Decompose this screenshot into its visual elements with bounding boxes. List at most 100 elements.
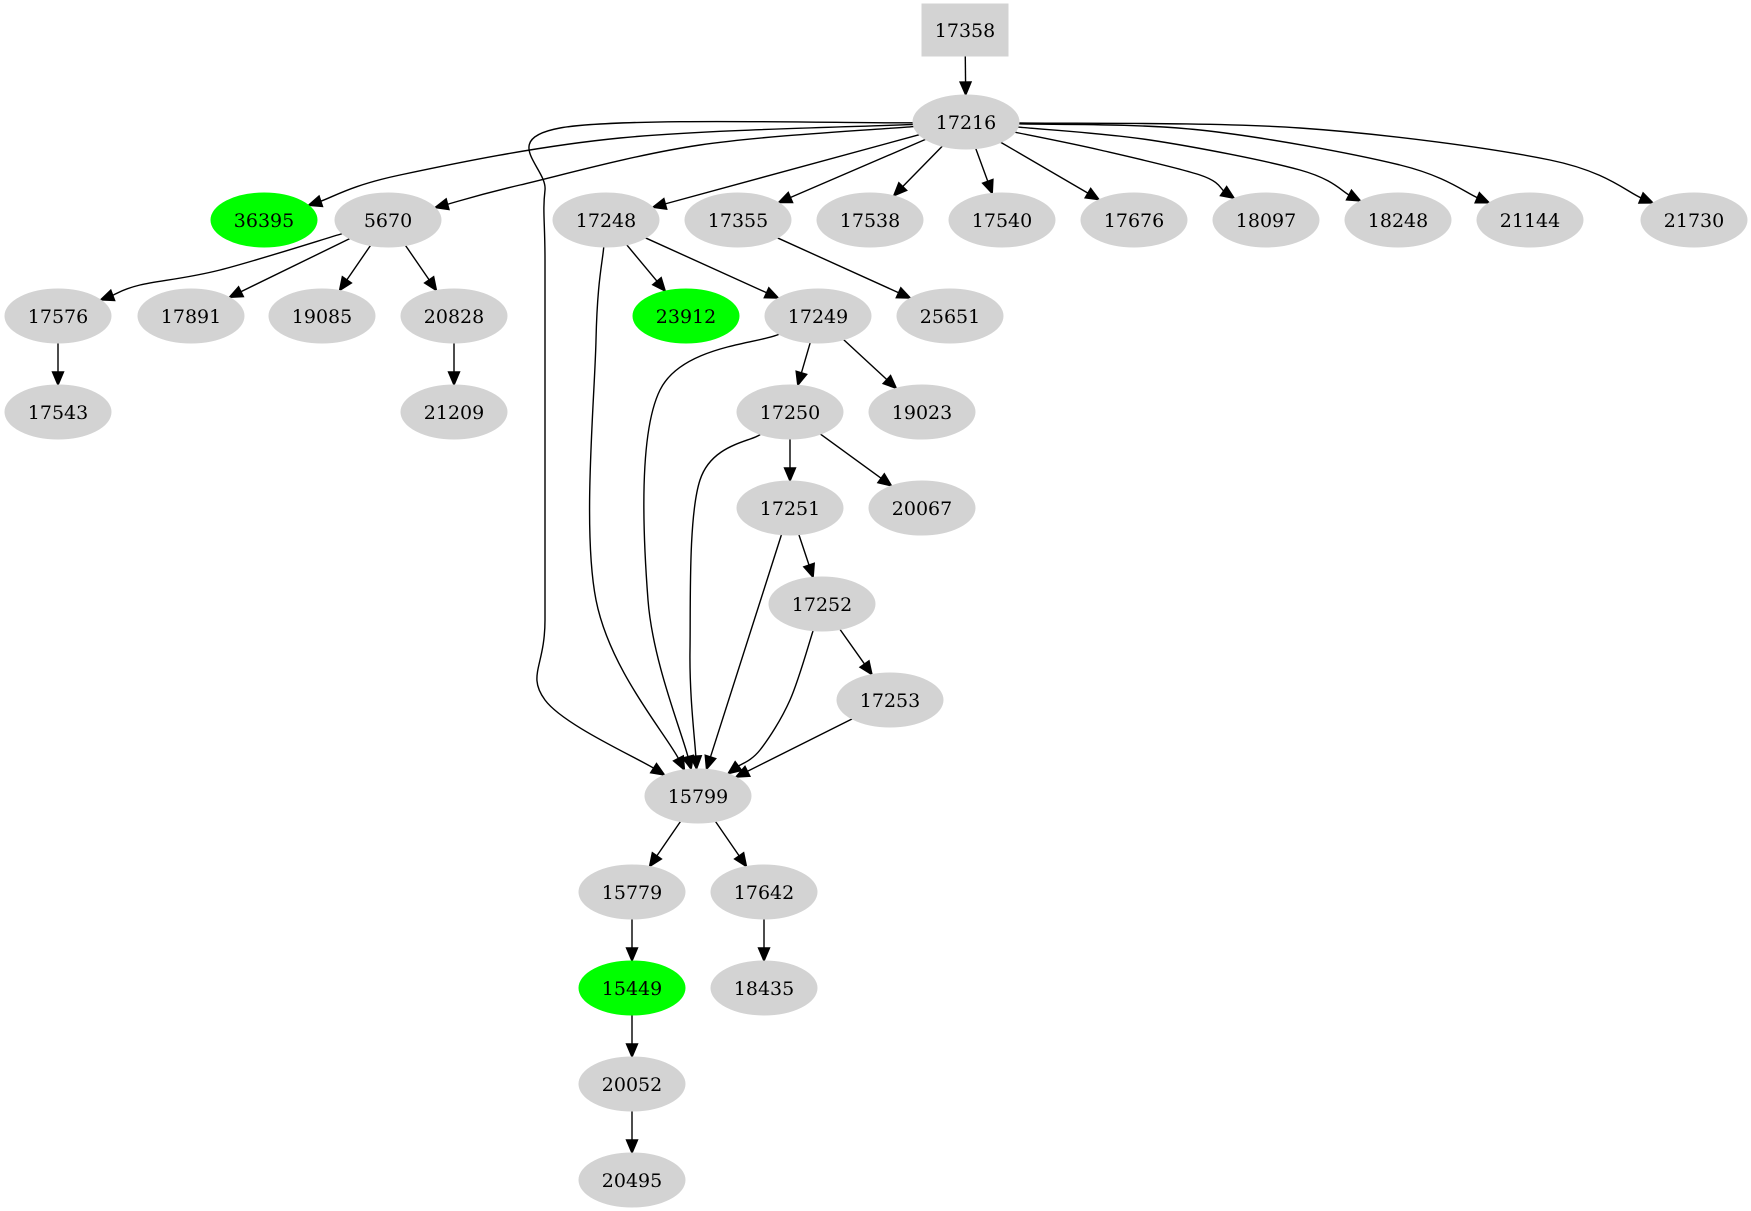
edge-15779-15449 — [625, 919, 639, 963]
edge-line — [645, 237, 768, 294]
node-17252[interactable]: 17252 — [768, 576, 876, 632]
edge-arrowhead — [895, 286, 913, 299]
node-15779[interactable]: 15779 — [578, 864, 686, 920]
node-ellipse — [552, 192, 660, 248]
node-17249[interactable]: 17249 — [764, 288, 872, 344]
node-label: 21144 — [1500, 210, 1560, 232]
edge-line — [643, 333, 780, 758]
node-18097[interactable]: 18097 — [1212, 192, 1320, 248]
node-ellipse — [578, 1152, 686, 1208]
node-19023[interactable]: 19023 — [868, 384, 976, 440]
node-18248[interactable]: 18248 — [1344, 192, 1452, 248]
edge-17216-5670 — [433, 125, 914, 211]
edge-arrowhead — [876, 472, 894, 487]
edge-17216-21144 — [1018, 123, 1491, 204]
edge-arrowhead — [881, 374, 898, 390]
edge-17250-20067 — [819, 433, 894, 487]
node-20052[interactable]: 20052 — [578, 1056, 686, 1112]
edge-arrowhead — [981, 178, 994, 196]
edge-arrowhead — [1474, 191, 1491, 204]
edge-line — [655, 821, 682, 858]
node-20828[interactable]: 20828 — [400, 288, 508, 344]
node-ellipse — [896, 288, 1004, 344]
node-ellipse — [736, 384, 844, 440]
node-ellipse — [268, 288, 376, 344]
node-label: 36395 — [234, 210, 294, 232]
edge-line — [777, 237, 900, 294]
node-36395[interactable]: 36395 — [210, 192, 318, 248]
node-17891[interactable]: 17891 — [137, 288, 245, 344]
edge-line — [714, 821, 741, 858]
node-label: 20052 — [602, 1074, 662, 1096]
node-ellipse-highlighted — [578, 960, 686, 1016]
node-ellipse — [710, 960, 818, 1016]
node-label: 17543 — [28, 402, 88, 424]
node-17642[interactable]: 17642 — [710, 864, 818, 920]
node-ellipse — [868, 480, 976, 536]
node-5670[interactable]: 5670 — [334, 192, 442, 248]
node-18435[interactable]: 18435 — [710, 960, 818, 1016]
edge-line — [664, 134, 920, 205]
node-17253[interactable]: 17253 — [836, 672, 944, 728]
node-17540[interactable]: 17540 — [948, 192, 1056, 248]
node-15799[interactable]: 15799 — [644, 768, 752, 824]
node-20495[interactable]: 20495 — [578, 1152, 686, 1208]
edge-arrowhead — [651, 276, 667, 293]
node-ellipse — [4, 288, 112, 344]
edge-arrowhead — [625, 947, 639, 963]
edge-17216-17540 — [975, 148, 994, 196]
node-17251[interactable]: 17251 — [736, 480, 844, 536]
node-label: 17253 — [860, 690, 920, 712]
node-label: 18097 — [1236, 210, 1296, 232]
edge-arrowhead — [648, 851, 663, 868]
edge-17250-15799 — [689, 433, 761, 771]
node-ellipse — [1640, 192, 1748, 248]
node-17250[interactable]: 17250 — [736, 384, 844, 440]
edge-arrowhead — [625, 1043, 639, 1059]
node-ellipse — [710, 864, 818, 920]
node-label: 25651 — [920, 306, 980, 328]
node-21730[interactable]: 21730 — [1640, 192, 1748, 248]
edge-line — [843, 339, 889, 381]
node-ellipse — [400, 384, 508, 440]
node-17355[interactable]: 17355 — [684, 192, 792, 248]
node-23912[interactable]: 23912 — [632, 288, 740, 344]
node-25651[interactable]: 25651 — [896, 288, 1004, 344]
node-ellipse — [1212, 192, 1320, 248]
node-ellipse — [768, 576, 876, 632]
edge-arrowhead — [51, 371, 65, 387]
edge-line — [1000, 141, 1090, 195]
edge-line — [1017, 126, 1351, 197]
node-21144[interactable]: 21144 — [1476, 192, 1584, 248]
node-label: 17355 — [708, 210, 768, 232]
edge-line — [975, 148, 989, 183]
edge-line — [1018, 123, 1479, 199]
node-label: 18435 — [734, 978, 794, 1000]
node-label: 17248 — [576, 210, 636, 232]
edge-line — [800, 342, 811, 374]
node-21209[interactable]: 21209 — [400, 384, 508, 440]
edge-line — [839, 628, 866, 666]
node-15449[interactable]: 15449 — [578, 960, 686, 1016]
edge-17250-17251 — [783, 439, 797, 483]
edge-line — [446, 125, 914, 206]
node-ellipse — [644, 768, 752, 824]
edge-arrowhead — [763, 286, 781, 299]
node-19085[interactable]: 19085 — [268, 288, 376, 344]
edge-5670-17891 — [227, 238, 351, 299]
node-17358[interactable]: 17358 — [921, 3, 1009, 57]
edge-arrowhead — [433, 197, 450, 211]
node-17676[interactable]: 17676 — [1080, 192, 1188, 248]
edge-arrowhead — [734, 765, 752, 778]
edge-arrowhead — [625, 1139, 639, 1155]
edge-line — [626, 244, 659, 283]
node-17248[interactable]: 17248 — [552, 192, 660, 248]
node-label: 5670 — [364, 210, 412, 232]
edge-line — [239, 238, 351, 293]
node-17216[interactable]: 17216 — [912, 94, 1020, 150]
node-20067[interactable]: 20067 — [868, 480, 976, 536]
node-17538[interactable]: 17538 — [816, 192, 924, 248]
edge-arrowhead — [681, 754, 695, 771]
node-17543[interactable]: 17543 — [4, 384, 112, 440]
node-17576[interactable]: 17576 — [4, 288, 112, 344]
